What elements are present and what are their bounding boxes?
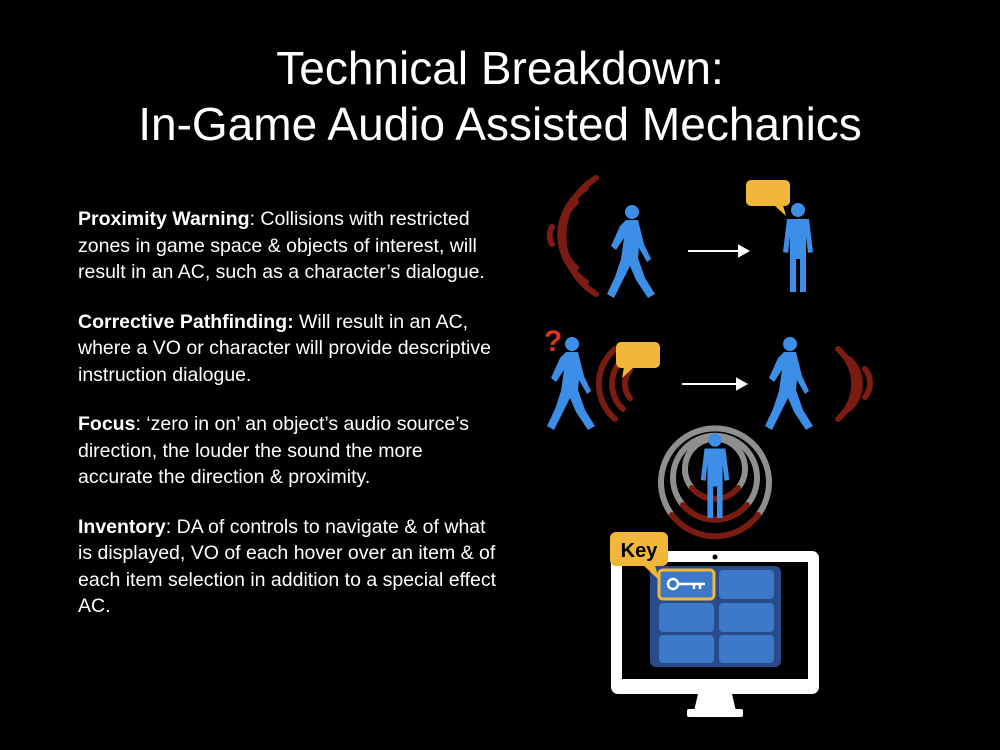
- mechanic-term-sep: :: [135, 413, 141, 435]
- mechanic-description: ‘zero in on’ an object’s audio source’s …: [78, 413, 469, 488]
- mechanic-focus: Focus: ‘zero in on’ an object’s audio so…: [78, 411, 498, 491]
- standing-person-icon: [783, 203, 813, 292]
- inventory-panel: [650, 566, 781, 667]
- arrow-right-icon: [682, 377, 749, 391]
- slide-title: Technical Breakdown: In-Game Audio Assis…: [0, 40, 1000, 152]
- arrow-right-icon: [688, 244, 751, 258]
- mechanic-description: DA of controls to navigate & of what is …: [78, 515, 497, 618]
- mechanic-inventory: Inventory: DA of controls to navigate & …: [78, 514, 498, 620]
- proximity-sound-waves-icon: [546, 175, 599, 297]
- speech-bubble-icon: [746, 180, 790, 216]
- slide-title-line-1: Technical Breakdown:: [276, 42, 724, 94]
- mechanic-term-sep: :: [249, 208, 255, 230]
- slide-title-line-2: In-Game Audio Assisted Mechanics: [138, 98, 862, 150]
- walking-person-icon: [607, 205, 655, 298]
- walking-person-icon: [765, 337, 813, 430]
- standing-person-icon: [700, 433, 730, 518]
- mechanic-term: Focus: [78, 413, 136, 435]
- mechanic-term: Inventory: [78, 515, 166, 538]
- mechanic-description: Collisions with restricted zones in game…: [78, 208, 485, 283]
- mechanic-description: Will result in an AC, where a VO or char…: [78, 310, 491, 386]
- mechanic-term: Corrective Pathfinding:: [78, 310, 294, 333]
- question-mark-icon: ?: [544, 325, 562, 358]
- mechanic-term-sep: :: [165, 515, 172, 538]
- speech-bubble-icon: [616, 342, 660, 378]
- key-icon: [666, 577, 705, 591]
- mechanics-list: Proximity Warning: Collisions with restr…: [78, 206, 498, 643]
- key-label: Key: [621, 540, 659, 562]
- mechanic-corrective-pathfinding: Corrective Pathfinding: Will result in a…: [78, 309, 498, 389]
- key-label-bubble: Key: [610, 532, 668, 580]
- target-sound-waves-icon: [835, 346, 874, 422]
- mechanic-proximity-warning: Proximity Warning: Collisions with restr…: [78, 206, 498, 286]
- mechanic-term: Proximity Warning: [78, 208, 250, 230]
